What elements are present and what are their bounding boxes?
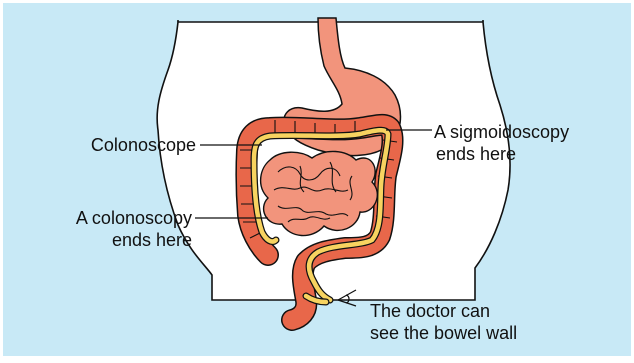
colonoscope-label: Colonoscope xyxy=(40,134,196,156)
sigmoidoscopy-label: A sigmoidoscopy ends here xyxy=(434,121,569,165)
colonoscopy-label: A colonoscopy ends here xyxy=(20,207,192,251)
doctor-view-label: The doctor can see the bowel wall xyxy=(370,300,517,344)
